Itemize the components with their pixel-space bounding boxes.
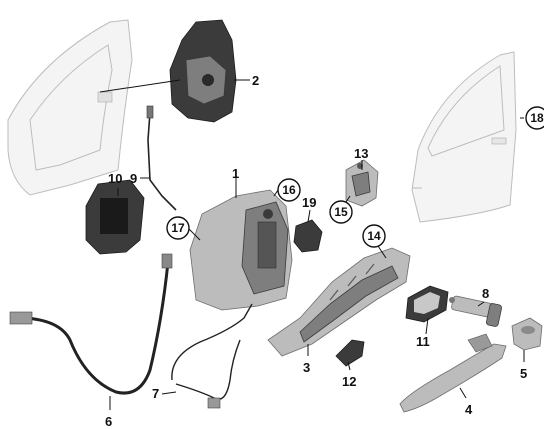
- callout-16: 16: [282, 183, 296, 197]
- part-10-bracket: [85, 179, 145, 255]
- part-5-cap: [511, 317, 543, 351]
- callout-18: 18: [530, 111, 544, 125]
- callout-17: 17: [171, 221, 185, 235]
- part-11-seal: [405, 285, 449, 323]
- part-6-cable: [9, 253, 173, 395]
- leader-lines: [99, 79, 525, 410]
- callout-1: 1: [232, 166, 239, 181]
- callout-16-circle: [277, 178, 301, 202]
- callout-17-circle: [166, 216, 190, 240]
- part-12-small-seal: [335, 339, 365, 367]
- part-1-lock-body: [189, 189, 293, 311]
- callout-12: 12: [342, 374, 356, 389]
- callout-2: 2: [252, 73, 259, 88]
- callout-circles: [166, 106, 544, 248]
- part-9-rod: [146, 105, 177, 211]
- part-13-striker: [345, 159, 379, 207]
- callout-6: 6: [105, 414, 112, 429]
- callout-15: 15: [334, 205, 348, 219]
- part-4-outer-handle: [399, 333, 507, 413]
- part-8-cylinder: [449, 295, 502, 327]
- callout-4: 4: [465, 402, 473, 417]
- part-3-handle-carrier: [267, 247, 411, 357]
- callout-14-circle: [362, 224, 386, 248]
- callout-15-circle: [329, 200, 353, 224]
- callout-10: 10: [108, 171, 122, 186]
- door-shell-right: [411, 51, 517, 223]
- callout-5: 5: [520, 366, 527, 381]
- callout-11: 11: [416, 334, 430, 349]
- callout-7: 7: [152, 386, 159, 401]
- door-frame-left: [7, 19, 133, 196]
- callout-19: 19: [302, 195, 316, 210]
- part-2-actuator: [169, 19, 237, 123]
- callout-labels: 1 2 3 4 5 6 7 8 9 10 11 12 13 14 15 16 1…: [105, 73, 544, 429]
- callout-13: 13: [354, 146, 368, 161]
- callout-9: 9: [130, 171, 137, 186]
- part-7-bowden-cable: [171, 303, 253, 409]
- part-19-cover: [293, 219, 323, 253]
- callout-8: 8: [482, 286, 489, 301]
- callout-14: 14: [367, 229, 381, 243]
- callout-18-circle: [525, 106, 544, 130]
- callout-3: 3: [303, 360, 310, 375]
